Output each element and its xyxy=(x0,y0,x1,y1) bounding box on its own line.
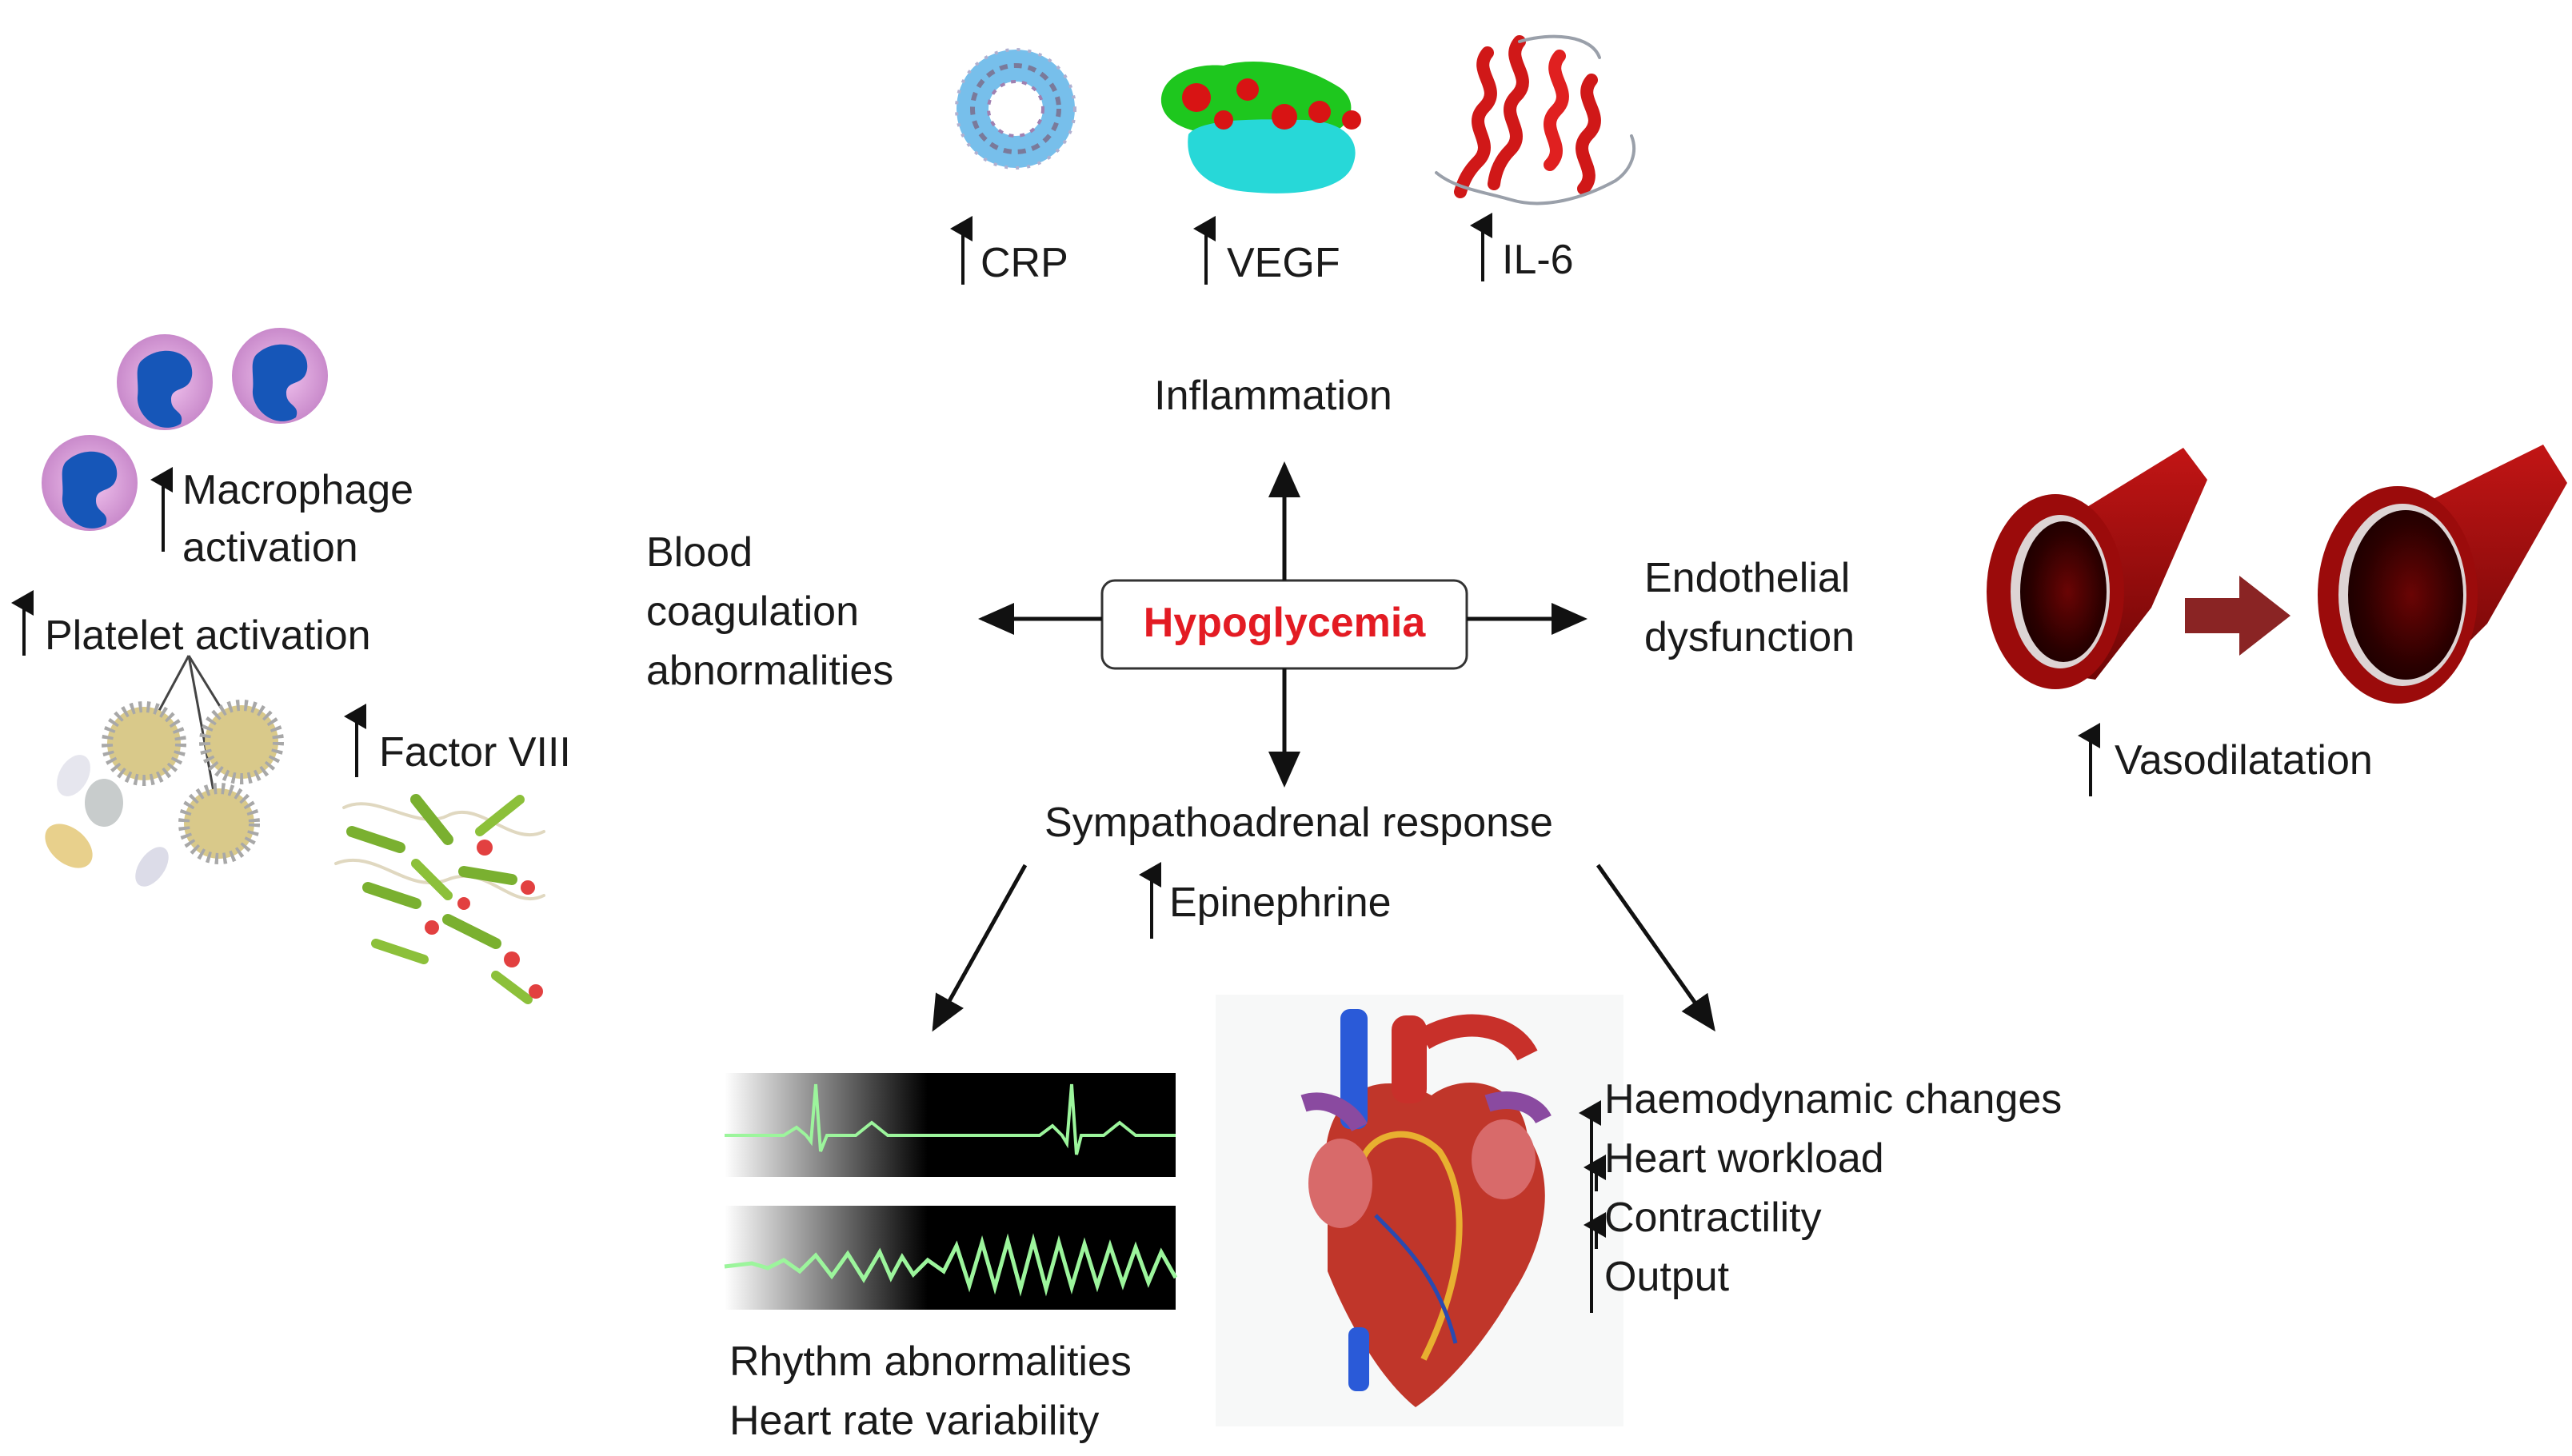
crp-protein-ring-icon xyxy=(955,48,1076,170)
center-node: Hypoglycemia xyxy=(1100,579,1468,670)
dilated-vessel-icon xyxy=(2318,445,2567,704)
marker-il6: IL-6 xyxy=(1470,213,1574,283)
dilation-arrow-icon xyxy=(2185,576,2290,656)
factor-viii: Factor VIII xyxy=(344,704,571,777)
macrophage-label-line: activation xyxy=(182,525,358,571)
cardiac-effects-list: Haemodynamic changes Heart workload Cont… xyxy=(1604,1076,2074,1300)
platelet-activation: Platelet activation xyxy=(11,590,371,659)
center-label: Hypoglycemia xyxy=(1144,600,1427,646)
ecg-caption-line: Rhythm abnormalities xyxy=(729,1338,1132,1385)
marker-vegf: VEGF xyxy=(1193,216,1340,286)
marker-il6-label: IL-6 xyxy=(1502,237,1574,283)
macrophage-activation: Macrophage activation xyxy=(150,467,425,571)
platelets-icon xyxy=(45,655,284,887)
epinephrine: Epinephrine xyxy=(1139,862,1392,939)
factor-viii-label: Factor VIII xyxy=(379,729,571,776)
ecg-trace xyxy=(725,1083,1176,1155)
heart-anatomy-icon xyxy=(1216,995,1623,1426)
vasodilatation-label: Vasodilatation xyxy=(2115,737,2373,784)
epinephrine-label: Epinephrine xyxy=(1169,880,1392,926)
vasodilatation: Vasodilatation xyxy=(2078,723,2373,796)
endothelial-heading: Endothelial dysfunction xyxy=(1644,555,1862,660)
platelet-activation-label: Platelet activation xyxy=(45,612,371,659)
coagulation-heading-line: coagulation xyxy=(646,588,859,635)
cardiac-effect-line: Output xyxy=(1604,1254,1730,1300)
constricted-vessel-icon xyxy=(1987,448,2207,689)
coagulation-heading: Blood coagulation abnormalities xyxy=(646,529,893,694)
cardiac-effect-line: Heart workload xyxy=(1604,1135,1884,1182)
ecg-caption-line: Heart rate variability xyxy=(729,1398,1099,1444)
marker-crp: CRP xyxy=(950,216,1068,286)
ecg-trace xyxy=(724,1233,1178,1297)
cardiac-effect-line: Haemodynamic changes xyxy=(1604,1076,2062,1123)
macrophage-cells-icon xyxy=(42,328,328,531)
ecg-normal-strip xyxy=(725,1073,1176,1177)
endothelial-heading-line: Endothelial xyxy=(1644,555,1850,601)
coagulation-heading-line: abnormalities xyxy=(646,648,893,694)
ecg-strip-background xyxy=(725,1073,1176,1177)
ecg-variable-strip xyxy=(724,1206,1178,1310)
coagulation-heading-line: Blood xyxy=(646,529,753,576)
factor-viii-structure-icon xyxy=(334,794,545,1004)
cardiac-effects: Haemodynamic changes Heart workload Cont… xyxy=(1579,1076,2074,1313)
il6-helix-structure-icon xyxy=(1435,34,1636,205)
arrow-to-ecg xyxy=(932,864,1028,1032)
vegf-protein-structure-icon xyxy=(1160,62,1361,193)
sympathoadrenal-heading: Sympathoadrenal response xyxy=(1044,800,1553,846)
marker-crp-label: CRP xyxy=(980,240,1068,286)
macrophage-label-line: Macrophage xyxy=(182,467,413,513)
arrow-to-heart xyxy=(1596,864,1715,1032)
cardiac-effect-line: Contractility xyxy=(1604,1195,1822,1241)
endothelial-heading-line: dysfunction xyxy=(1644,614,1855,660)
inflammation-heading: Inflammation xyxy=(1154,373,1392,419)
marker-vegf-label: VEGF xyxy=(1227,240,1340,286)
macrophage-activation-label: Macrophage activation xyxy=(182,467,425,571)
ecg-caption: Rhythm abnormalities Heart rate variabil… xyxy=(729,1338,1143,1444)
